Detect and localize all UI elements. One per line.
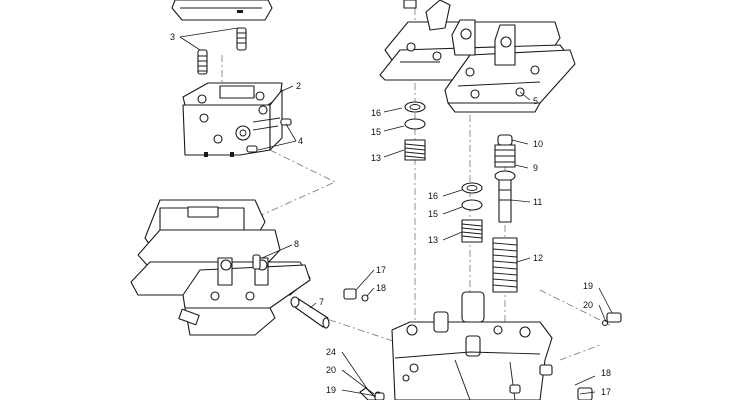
callout-17-right: 17: [601, 387, 611, 397]
plunger-stack: [492, 134, 518, 293]
callout-24: 24: [326, 347, 336, 357]
callout-8: 8: [294, 239, 299, 249]
seal-spring-stack-a: [404, 101, 483, 243]
valve-body: [182, 82, 283, 157]
leader-lines: [179, 27, 613, 397]
lower-left-bolts: [359, 387, 385, 400]
lower-pedal-assembly: [130, 199, 311, 336]
callout-4: 4: [298, 136, 303, 146]
pin-item-8: [252, 254, 261, 270]
callout-18-mid: 18: [376, 283, 386, 293]
callout-labels: 3 2 4 5 16 15 13 10 9 16 11 15 13 8 12 1…: [170, 32, 611, 397]
upper-pedal-bracket: [379, 0, 576, 113]
set-screws: [197, 27, 247, 75]
callout-15-upper: 15: [371, 127, 381, 137]
callout-2: 2: [296, 81, 301, 91]
callout-18-right: 18: [601, 368, 611, 378]
callout-20-right: 20: [583, 300, 593, 310]
callout-10: 10: [533, 139, 543, 149]
callout-16-upper: 16: [371, 108, 381, 118]
upper-gasket-stack: [171, 0, 273, 21]
shaft-pin: [290, 296, 330, 329]
callout-19-left: 19: [326, 385, 336, 395]
callout-17-mid: 17: [376, 265, 386, 275]
lower-valve-housing: [391, 291, 593, 400]
screws-item-4: [246, 118, 292, 153]
callout-12: 12: [533, 253, 543, 263]
callout-13-upper: 13: [371, 153, 381, 163]
callout-16-lower: 16: [428, 191, 438, 201]
callout-19-right: 19: [583, 281, 593, 291]
plug-and-washer-right: [601, 312, 622, 327]
callout-5: 5: [533, 96, 538, 106]
plug-and-washer-mid: [343, 288, 369, 302]
callout-20-left: 20: [326, 365, 336, 375]
callout-15-lower: 15: [428, 209, 438, 219]
callout-3: 3: [170, 32, 175, 42]
callout-13-lower: 13: [428, 235, 438, 245]
callout-11: 11: [533, 197, 542, 207]
callout-9: 9: [533, 163, 538, 173]
callout-7: 7: [319, 297, 324, 307]
